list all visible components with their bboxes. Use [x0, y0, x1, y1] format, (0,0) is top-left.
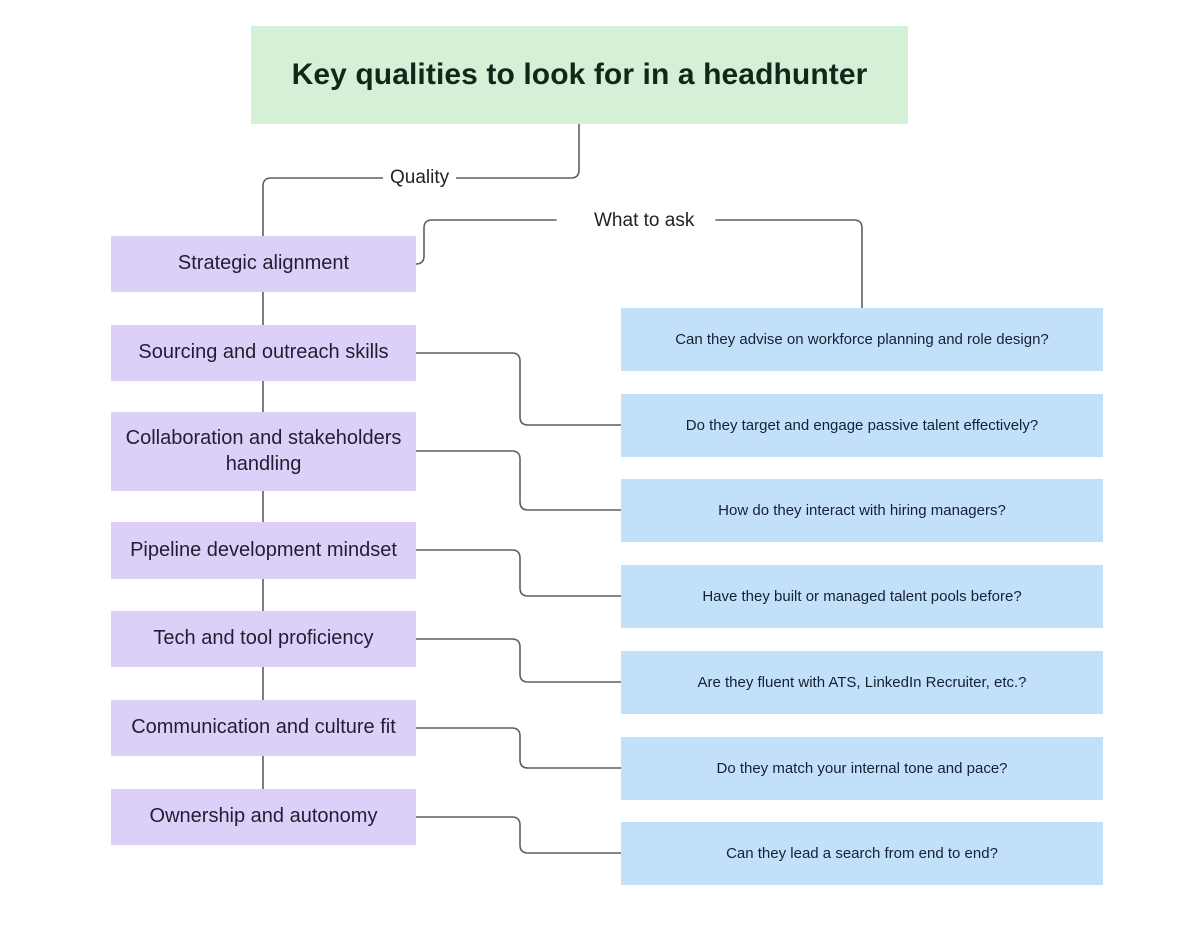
question-node-label: Can they lead a search from end to end?	[726, 844, 998, 862]
question-node-label: Have they built or managed talent pools …	[702, 587, 1022, 605]
question-node-hiring-managers[interactable]: How do they interact with hiring manager…	[621, 479, 1103, 542]
quality-node-sourcing-and-outreach-skills[interactable]: Sourcing and outreach skills	[111, 325, 416, 381]
edge-q1-to-whattoask-branch	[415, 219, 557, 265]
quality-node-strategic-alignment[interactable]: Strategic alignment	[111, 236, 416, 292]
question-node-passive-talent[interactable]: Do they target and engage passive talent…	[621, 394, 1103, 457]
edge-label-quality: Quality	[383, 168, 457, 187]
quality-node-label: Tech and tool proficiency	[153, 627, 374, 650]
quality-node-label: Ownership and autonomy	[149, 805, 378, 828]
root-title-label: Key qualities to look for in a headhunte…	[291, 57, 868, 91]
quality-node-label: Sourcing and outreach skills	[138, 341, 389, 364]
question-node-label: Do they target and engage passive talent…	[685, 416, 1039, 434]
question-node-workforce-planning[interactable]: Can they advise on workforce planning an…	[621, 308, 1103, 371]
question-node-label: Are they fluent with ATS, LinkedIn Recru…	[697, 673, 1027, 691]
quality-node-label: Pipeline development mindset	[130, 538, 397, 561]
quality-node-ownership-and-autonomy[interactable]: Ownership and autonomy	[111, 789, 416, 845]
edge-label-what-to-ask: What to ask	[587, 211, 702, 230]
quality-node-tech-and-tool-proficiency[interactable]: Tech and tool proficiency	[111, 611, 416, 667]
edge-q2-to-a2	[415, 352, 622, 426]
quality-node-pipeline-development-mindset[interactable]: Pipeline development mindset	[111, 522, 416, 579]
edge-q6-to-a6	[415, 727, 622, 769]
quality-node-collaboration-and-stakeholders-handling[interactable]: Collaboration and stakeholders handling	[111, 412, 416, 491]
edge-title-to-quality-branch	[454, 123, 580, 179]
quality-node-communication-and-culture-fit[interactable]: Communication and culture fit	[111, 700, 416, 756]
question-node-ats-linkedin-recruiter[interactable]: Are they fluent with ATS, LinkedIn Recru…	[621, 651, 1103, 714]
question-node-lead-search-end-to-end[interactable]: Can they lead a search from end to end?	[621, 822, 1103, 885]
question-node-label: Do they match your internal tone and pac…	[716, 759, 1008, 777]
edge-q4-to-a4	[415, 549, 622, 597]
quality-node-label: Strategic alignment	[177, 252, 350, 275]
edge-whattoask-branch-to-a1	[715, 219, 863, 309]
edge-quality-branch-to-spine	[262, 177, 386, 237]
edge-q5-to-a5	[415, 638, 622, 683]
quality-node-label: Communication and culture fit	[131, 716, 396, 739]
edge-q7-to-a7	[415, 816, 622, 854]
edge-q3-to-a3	[415, 450, 622, 511]
quality-node-label: Collaboration and stakeholders handling	[125, 426, 402, 475]
root-title-node[interactable]: Key qualities to look for in a headhunte…	[251, 26, 908, 124]
question-node-label: Can they advise on workforce planning an…	[675, 330, 1049, 348]
question-node-internal-tone-and-pace[interactable]: Do they match your internal tone and pac…	[621, 737, 1103, 800]
question-node-talent-pools[interactable]: Have they built or managed talent pools …	[621, 565, 1103, 628]
question-node-label: How do they interact with hiring manager…	[718, 501, 1006, 519]
